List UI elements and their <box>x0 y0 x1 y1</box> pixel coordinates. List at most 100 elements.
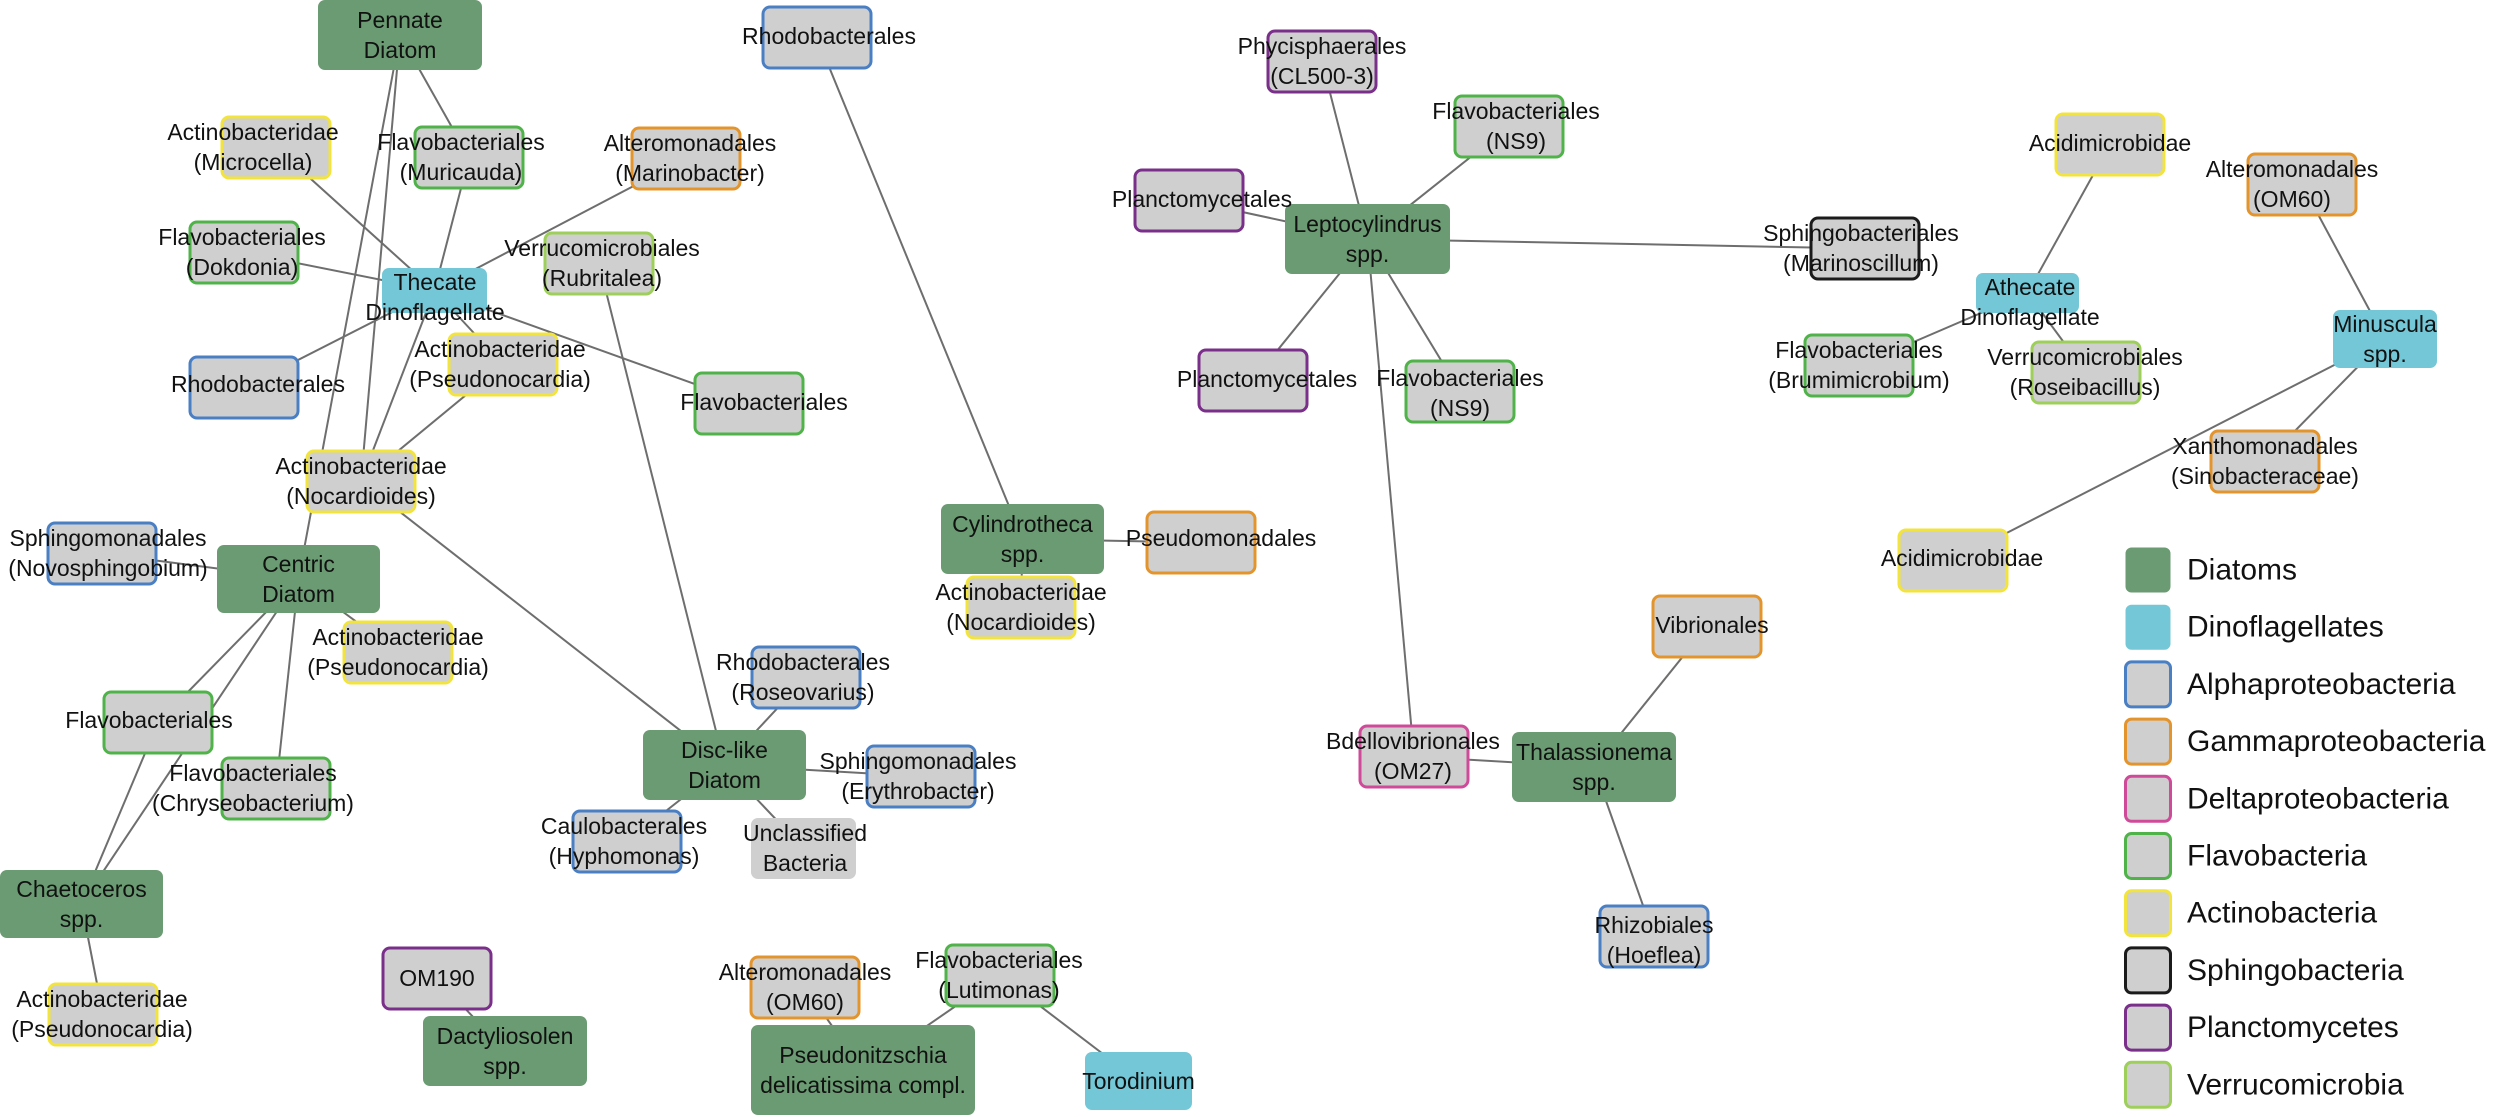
node-b_erythro: Sphingomonadales(Erythrobacter) <box>820 744 1016 809</box>
node-box <box>188 355 300 420</box>
node-b_flavo_mid: Flavobacteriales <box>680 371 848 436</box>
legend-item-alphaproteobacteria: Alphaproteobacteria <box>2124 660 2456 709</box>
node-label: Verrucomicrobiales <box>504 235 700 261</box>
node-label: (Rubritalea) <box>542 265 662 291</box>
legend-label: Diatoms <box>2187 554 2297 587</box>
node-box <box>751 1025 975 1115</box>
node-label: (Dokdonia) <box>186 254 299 280</box>
node-box <box>217 545 380 613</box>
legend-swatch <box>2124 660 2172 709</box>
node-label: Flavobacteriales <box>169 760 336 786</box>
node-box <box>643 730 806 800</box>
node-label: (Erythrobacter) <box>841 778 994 804</box>
node-label: Bacteria <box>763 850 848 876</box>
node-layer: PennateDiatomThecateDinoflagellateCentri… <box>0 0 2437 1115</box>
node-label: Caulobacterales <box>541 813 707 839</box>
node-box <box>46 521 158 586</box>
node-label: (OM60) <box>2253 186 2331 212</box>
node-box <box>1512 732 1676 802</box>
node-box <box>571 809 683 874</box>
node-label: Disc-like <box>681 737 768 763</box>
node-label: Pseudonitzschia <box>779 1042 947 1068</box>
node-b_vibrionales: Vibrionales <box>1651 594 1769 659</box>
edge-b_nocardioides1-disclike <box>360 480 726 766</box>
node-b_rhodo_left: Rhodobacterales <box>171 355 345 420</box>
node-box <box>2030 340 2142 405</box>
node-box <box>318 0 482 70</box>
node-box <box>1651 594 1763 659</box>
node-b_pseudonoc2: Actinobacteridae(Pseudonocardia) <box>307 620 489 685</box>
node-label: OM190 <box>399 965 474 991</box>
node-b_marinobacter: Alteromonadales(Marinobacter) <box>604 126 776 191</box>
node-box <box>1453 94 1565 159</box>
node-label: Dinoflagellate <box>365 299 504 325</box>
node-thalassionema: Thalassionema spp. <box>1512 732 1676 802</box>
node-b_ns9_top: Flavobacteriales(NS9) <box>1432 94 1600 159</box>
node-box <box>1358 724 1470 789</box>
node-label: (Brumimicrobium) <box>1768 367 1949 393</box>
node-label: Unclassified <box>743 820 867 846</box>
node-box <box>447 332 559 397</box>
node-b_novosph: Sphingomonadales(Novosphingobium) <box>8 521 208 586</box>
legend-item-diatom: Diatoms <box>2125 547 2297 593</box>
node-label: (Nocardioides) <box>286 483 436 509</box>
legend-label: Alphaproteobacteria <box>2187 668 2456 701</box>
node-b_roseovarius: Rhodobacterales(Roseovarius) <box>716 645 890 710</box>
node-b_ns9_bot: Flavobacteriales(NS9) <box>1376 359 1544 424</box>
node-b_pseudonoc1: Actinobacteridae(Pseudonocardia) <box>409 332 591 397</box>
node-label: Flavobacteriales <box>680 389 847 415</box>
node-torodinium: Torodinium <box>1082 1052 1195 1110</box>
node-b_om60_a: Alteromonadales(OM60) <box>719 955 891 1020</box>
node-b_lutimonas: Flavobacteriales(Lutimonas) <box>915 943 1083 1008</box>
legend-item-deltaproteobacteria: Deltaproteobacteria <box>2124 774 2449 823</box>
node-label: Dactyliosolen <box>437 1023 574 1049</box>
node-box <box>750 645 862 710</box>
node-box <box>693 371 805 436</box>
node-label: Minuscula <box>2333 311 2437 337</box>
node-label: (Microcella) <box>194 149 313 175</box>
legend-item-sphingobacteria: Sphingobacteria <box>2124 946 2404 995</box>
node-box <box>2054 112 2166 177</box>
node-label: (CL500-3) <box>1270 63 1374 89</box>
node-b_marinoscillum: Sphingobacteriales(Marinoscillum) <box>1763 216 1959 281</box>
node-box <box>381 946 493 1011</box>
node-label: spp. <box>1346 241 1389 267</box>
node-label: spp. <box>1572 769 1615 795</box>
edge-pennate-b_nocardioides1 <box>360 34 401 482</box>
node-b_rhodo_top: Rhodobacterales <box>742 5 916 70</box>
node-box <box>102 690 214 755</box>
node-b_microcella: Actinobacteridae (Microcella) <box>167 115 339 180</box>
node-label: Thalassionema <box>1516 739 1672 765</box>
node-label: Flavobacteriales <box>915 947 1082 973</box>
node-label: Flavobacteriales <box>158 224 325 250</box>
node-label: spp. <box>483 1053 526 1079</box>
edge-b_rubritalea-disclike <box>598 263 726 766</box>
legend-label: Actinobacteria <box>2187 897 2377 930</box>
node-b_sinobact: Xanthomonadales(Sinobacteraceae) <box>2171 429 2359 494</box>
node-minuscula: Minuscula spp. <box>2333 310 2437 368</box>
node-box <box>630 126 742 191</box>
node-b_nocardioides1: Actinobacteridae(Nocardioides) <box>275 449 447 514</box>
node-b_chryseo: Flavobacteriales(Chryseobacterium) <box>152 756 354 821</box>
node-box <box>865 744 977 809</box>
node-label: Actinobacteridae <box>167 119 338 145</box>
node-label: Athecate <box>1985 274 2076 300</box>
legend-swatch <box>2124 946 2172 995</box>
node-label: (Marinoscillum) <box>1783 250 1939 276</box>
edge-minuscula-b_acidi_bot <box>1952 338 2386 562</box>
node-label: Rhodobacterales <box>171 371 345 397</box>
node-label: Vibrionales <box>1655 612 1768 638</box>
node-label: Torodinium <box>1082 1068 1195 1094</box>
node-box <box>1803 333 1915 398</box>
node-b_acidi_bot: Acidimicrobidae <box>1881 528 2043 593</box>
node-label: Rhodobacterales <box>716 649 890 675</box>
node-label: Chaetoceros <box>16 876 146 902</box>
node-box <box>1085 1052 1192 1110</box>
node-label: Flavobacteriales <box>377 129 544 155</box>
node-label: Pseudomonadales <box>1126 525 1317 551</box>
node-label: Bdellovibrionales <box>1326 728 1500 754</box>
node-label: spp. <box>2363 341 2406 367</box>
